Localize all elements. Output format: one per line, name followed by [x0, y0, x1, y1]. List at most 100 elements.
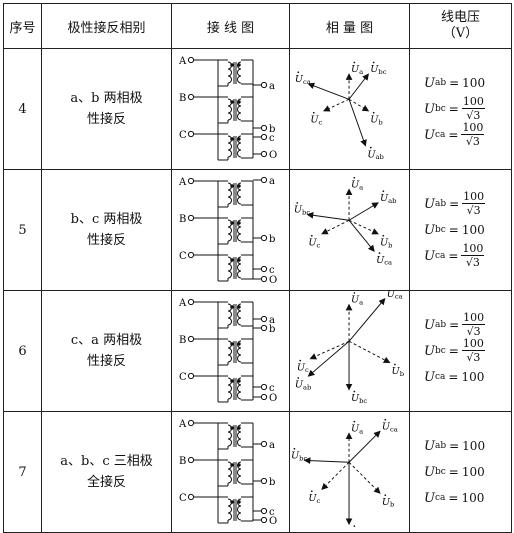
phasor-label-bc: Ubc [350, 393, 366, 405]
primary-label-a: A [178, 177, 187, 188]
row-seq: 7 [4, 412, 42, 533]
row-seq: 6 [4, 291, 42, 412]
value: 100 [462, 439, 485, 453]
phasor-label-ca: Uca [376, 255, 392, 267]
phasor-label-ca: Uca [381, 421, 397, 433]
primary-label-c: C [179, 251, 187, 262]
primary-label-b: B [179, 214, 186, 225]
phasor-label-ca: Uca [294, 74, 310, 86]
phasor-b [349, 220, 378, 234]
phasor-label-b: Ub [381, 497, 393, 509]
phasor-ab [308, 341, 349, 376]
phasor-label-bc: Ubc [370, 64, 386, 76]
phasor-label-c: Uc [308, 237, 320, 249]
phasor-ab [349, 99, 365, 145]
header-voltage: 线电压 （V） [410, 4, 512, 49]
secondary-label-a: a [269, 176, 275, 187]
phasor-label-c: Uc [296, 362, 308, 374]
phasor-label-a: Ua [350, 423, 362, 435]
row-connection: a、b、c 三相极全接反 [42, 412, 172, 533]
phasor-ab [349, 203, 378, 220]
phasor-label-c: Uc [308, 493, 320, 505]
table-row: 7a、b、c 三相极全接反ABCabcOUaUbUcUabUbcUcaUab=1… [4, 412, 512, 533]
phasor-c [321, 220, 348, 234]
header-voltage-unit: （V） [410, 26, 511, 42]
phasor-ca [308, 84, 349, 99]
primary-label-a: A [178, 298, 187, 309]
phasor-label-ab: Uab [367, 149, 383, 161]
phasor-c [310, 341, 349, 358]
phasor-label-b: Ub [379, 237, 391, 249]
value: 100 [461, 370, 484, 384]
row-connection: a、b 两相极性接反 [42, 49, 172, 170]
primary-label-b: B [179, 456, 186, 467]
secondary-label-b: b [269, 234, 275, 245]
primary-label-b: B [179, 335, 186, 346]
row-connection: c、a 两相极性接反 [42, 291, 172, 412]
fraction: 100√3 [462, 338, 485, 364]
primary-label-c: C [179, 372, 187, 383]
phasor-bc [307, 214, 349, 220]
phasor-c [323, 99, 348, 111]
phasor-c [321, 462, 348, 489]
phasor-label-ca: Uca [386, 291, 402, 301]
fraction: 100√3 [462, 312, 485, 338]
fraction: 100√3 [462, 96, 485, 122]
primary-label-c: C [179, 493, 187, 504]
header-phasor: 相 量 图 [290, 4, 410, 49]
phasor-label-c: Uc [310, 114, 322, 126]
row-seq: 4 [4, 49, 42, 170]
phasor-label-ab: Uab [379, 193, 396, 205]
phasor-label-a: Ua [350, 179, 362, 191]
header-wiring: 接 线 图 [172, 4, 290, 49]
value: 100 [461, 491, 484, 505]
header-row: 序号 极性接反相别 接 线 图 相 量 图 线电压 （V） [4, 4, 512, 49]
phasor-bc [349, 74, 368, 99]
fraction: 100√3 [461, 122, 484, 148]
value: 100 [462, 76, 485, 90]
phasor-b [349, 99, 368, 111]
primary-label-a: A [178, 56, 187, 67]
secondary-label-c: c [269, 133, 275, 144]
phasor-label-bc: Ubc [293, 205, 309, 217]
phasor-b [349, 341, 390, 362]
secondary-label-b: b [269, 324, 275, 335]
phasor-label-bc: Ubc [291, 450, 307, 462]
secondary-label-o: O [269, 393, 277, 404]
value: 100 [462, 223, 485, 237]
phasor-label-a: Ua [350, 295, 362, 307]
phasor-label-b: Ub [391, 366, 403, 378]
row-connection: b、c 两相极性接反 [42, 170, 172, 291]
